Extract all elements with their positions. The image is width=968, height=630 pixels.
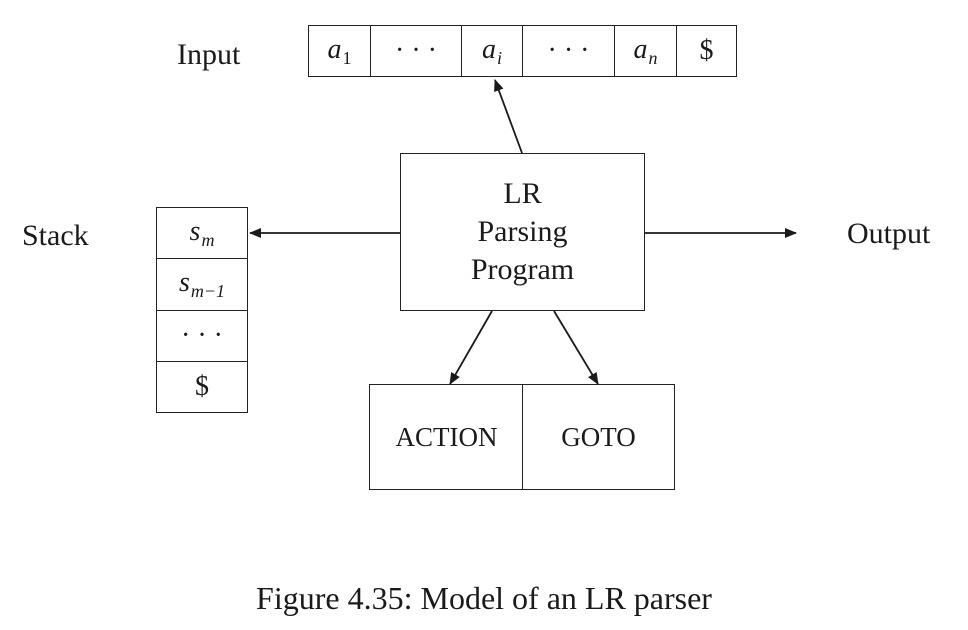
- stack-cell: · · ·: [156, 310, 248, 362]
- input-cell-symbol: a: [327, 33, 342, 65]
- input-cell-symbol: a: [481, 33, 496, 65]
- stack-cell-subscript: m: [201, 229, 215, 250]
- stack-cell-symbol: s: [178, 267, 190, 298]
- lr-parsing-program-box: LR Parsing Program: [400, 153, 645, 311]
- input-label: Input: [177, 38, 241, 71]
- stack-cell-ellipsis: · · ·: [181, 320, 223, 351]
- action-label: ACTION: [395, 421, 498, 452]
- input-cell: · · ·: [370, 25, 462, 77]
- input-cell-dollar: $: [699, 35, 714, 66]
- input-cell: an: [614, 25, 677, 77]
- input-cell-ellipsis: · · ·: [547, 35, 590, 66]
- input-cell-current: ai: [461, 25, 523, 77]
- input-cell: · · ·: [522, 25, 615, 77]
- goto-table-box: GOTO: [522, 384, 675, 490]
- arrow-program-to-action: [449, 310, 493, 385]
- stack-cell-symbol: s: [189, 215, 201, 247]
- stack-cell-top: sm: [156, 207, 248, 259]
- output-label: Output: [847, 217, 931, 250]
- goto-label: GOTO: [561, 421, 636, 452]
- input-cell-ellipsis: · · ·: [395, 35, 437, 66]
- stack-cell-dollar: $: [195, 371, 209, 402]
- arrow-program-to-input: [494, 79, 523, 154]
- action-table-box: ACTION: [369, 384, 524, 490]
- stack-cell: sm−1: [156, 258, 248, 311]
- input-cell-endmarker: $: [676, 25, 737, 77]
- stack-cell-subscript: m−1: [190, 281, 226, 301]
- program-line-3: Program: [470, 253, 575, 286]
- stack-label: Stack: [22, 219, 89, 252]
- program-line-2: Parsing: [477, 215, 568, 248]
- arrow-program-to-goto: [553, 310, 599, 385]
- input-cell-subscript: i: [496, 47, 502, 68]
- input-cell: a1: [308, 25, 371, 77]
- stack-cell-bottom: $: [156, 361, 248, 413]
- input-cell-symbol: a: [633, 33, 648, 65]
- program-line-1: LR: [503, 177, 542, 210]
- figure-caption: Figure 4.35: Model of an LR parser: [256, 580, 712, 616]
- input-cell-subscript: n: [648, 47, 658, 68]
- input-cell-subscript: 1: [342, 47, 352, 68]
